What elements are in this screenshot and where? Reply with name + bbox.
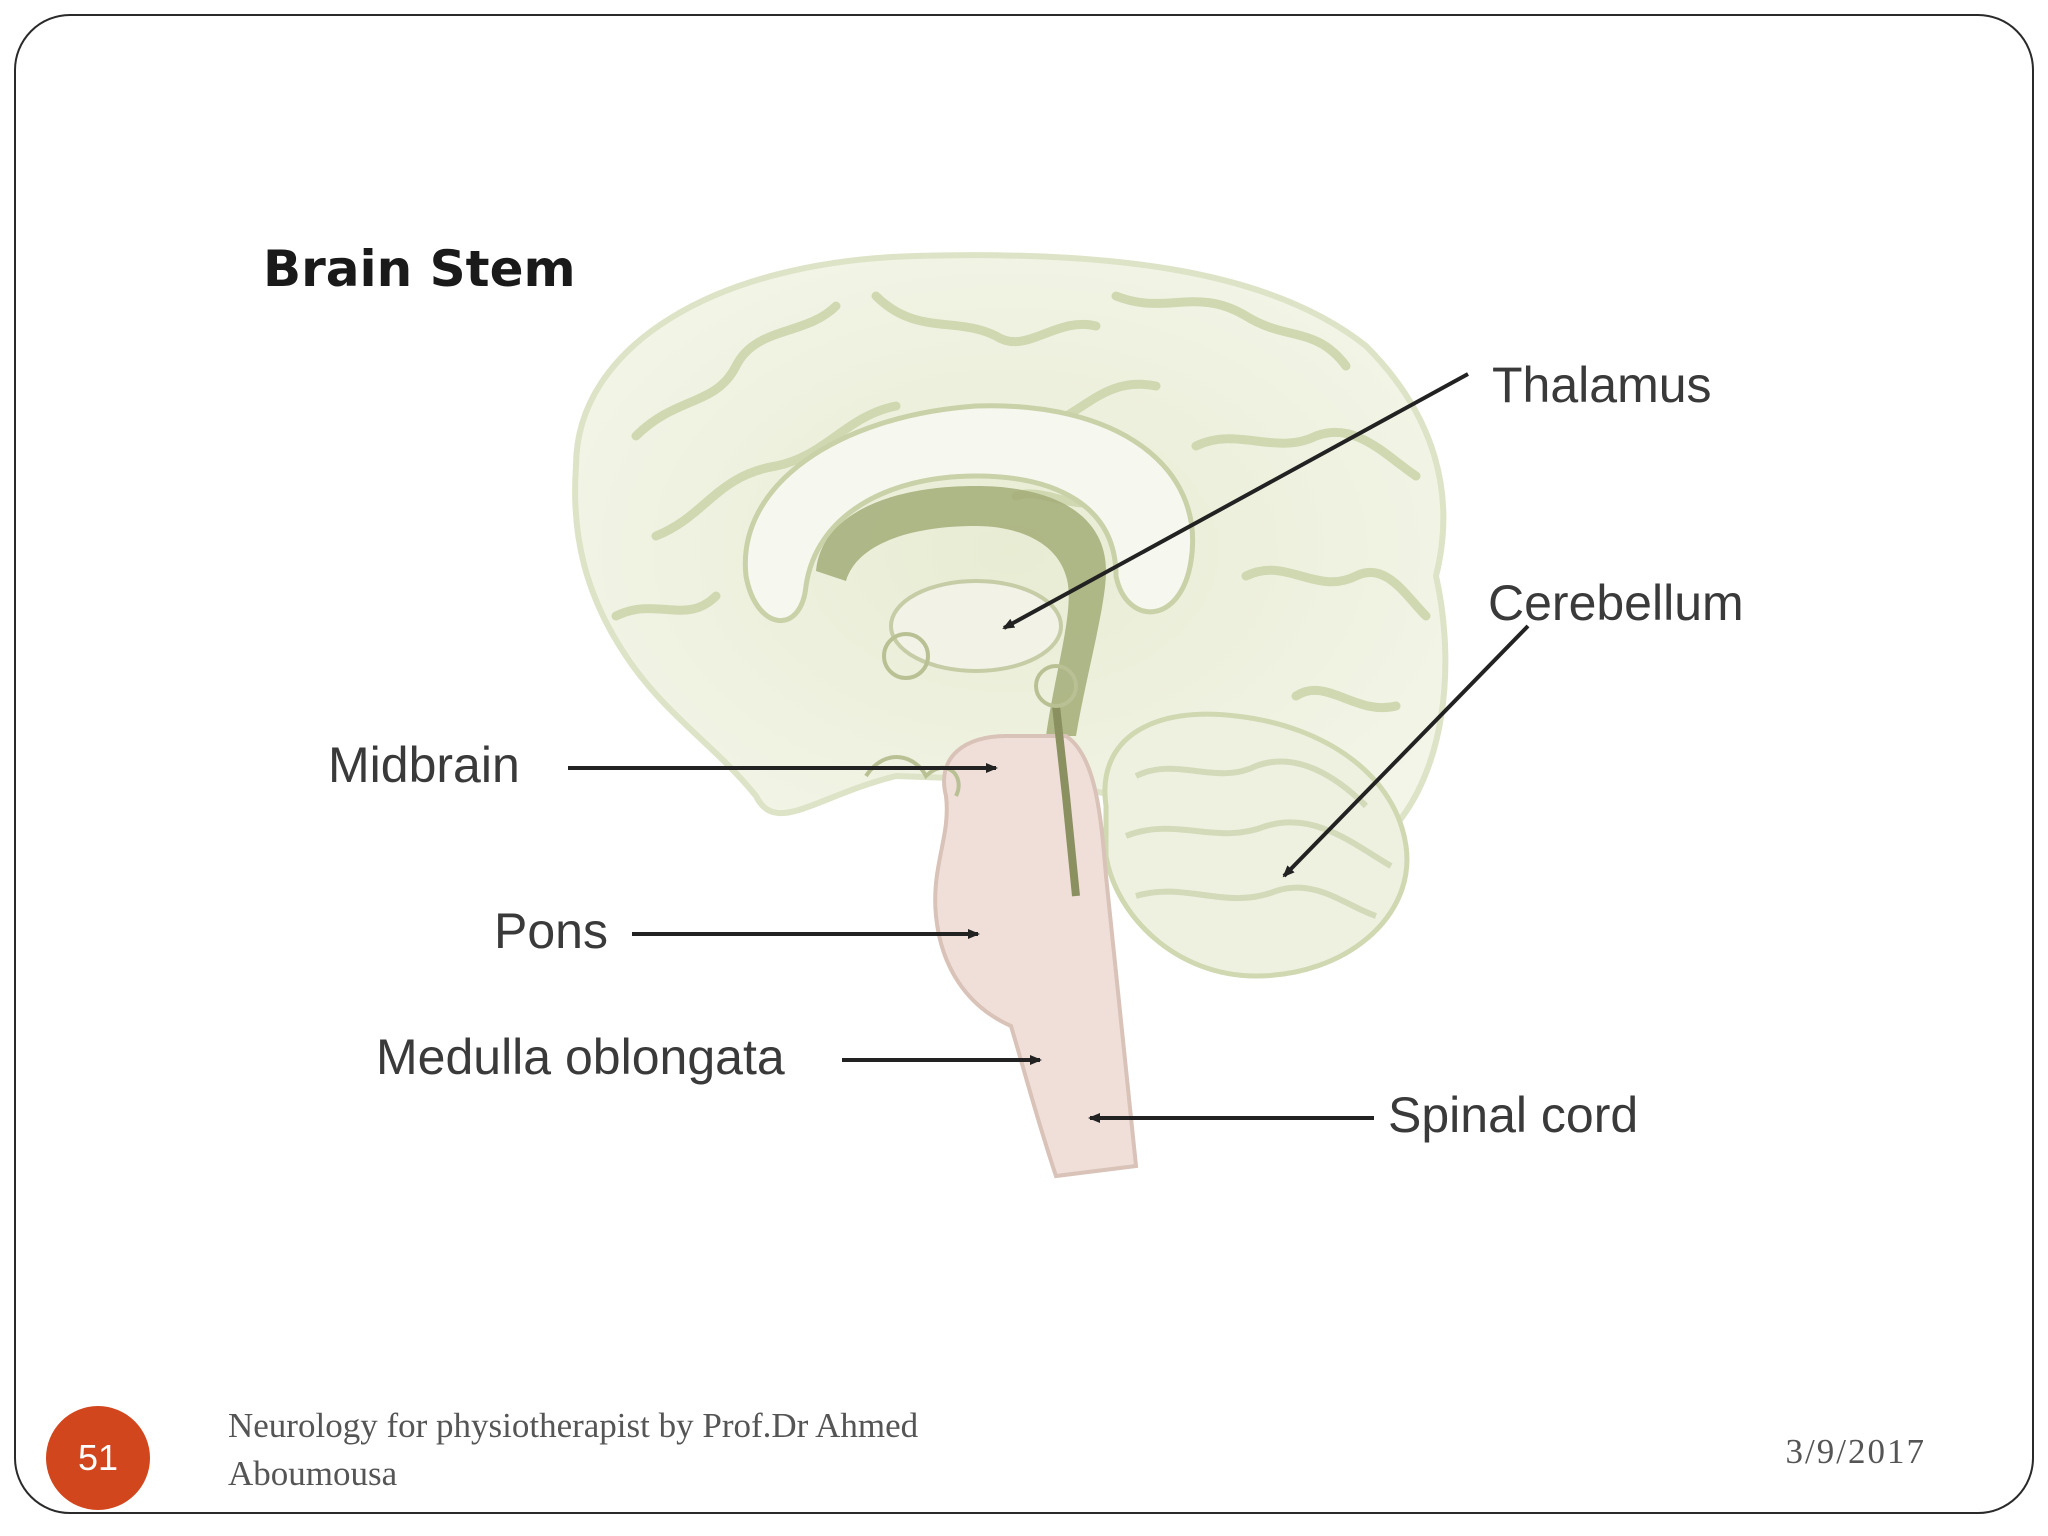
- label-pons: Pons: [494, 903, 608, 959]
- label-thalamus: Thalamus: [1492, 357, 1712, 413]
- label-midbrain: Midbrain: [328, 737, 520, 793]
- cerebral-aqueduct: [1052, 705, 1080, 897]
- leader-arrows: [568, 372, 1530, 1123]
- footer-text: Neurology for physiotherapist by Prof.Dr…: [228, 1406, 919, 1493]
- thalamus-shape: [889, 579, 1063, 673]
- diagram-title: Brain Stem: [263, 240, 576, 298]
- label-spinal-cord: Spinal cord: [1388, 1087, 1638, 1143]
- slide-number-badge: 51: [46, 1406, 150, 1510]
- brainstem-shape: [933, 734, 1139, 1179]
- slide: Brain Stem Thalamus Cerebellum Midbrain …: [14, 14, 2034, 1514]
- label-medulla: Medulla oblongata: [376, 1029, 785, 1085]
- slide-number: 51: [77, 1437, 119, 1478]
- midbrain-structures: [864, 632, 1078, 797]
- label-cerebellum: Cerebellum: [1488, 575, 1744, 631]
- arrow-thalamus: [1002, 372, 1469, 630]
- corpus-callosum: [742, 403, 1196, 624]
- lateral-ventricle: [816, 486, 1106, 736]
- brain-stem-diagram: Brain Stem Thalamus Cerebellum Midbrain …: [263, 240, 1744, 1179]
- footer-date: 3/9/2017: [1785, 1432, 1926, 1471]
- arrow-cerebellum: [1282, 624, 1530, 878]
- cerebellum-folia: [1124, 758, 1393, 919]
